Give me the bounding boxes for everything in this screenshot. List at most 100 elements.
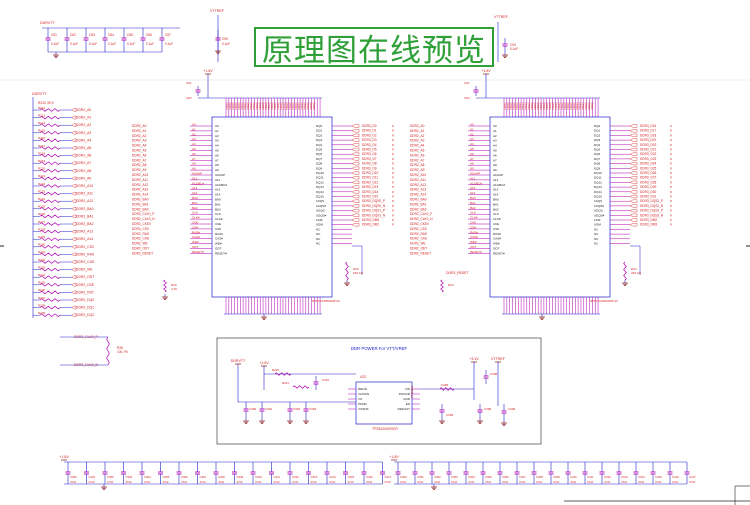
pin-name: BA2 bbox=[493, 207, 499, 211]
marker: R bbox=[670, 157, 672, 161]
pin-name: A11 bbox=[215, 178, 220, 182]
clock-termination-resistor bbox=[106, 336, 110, 366]
res-value: 240 1% bbox=[353, 271, 364, 275]
chip-net-label: DDR2_CKE0 bbox=[132, 222, 151, 226]
pin-name: BA0 bbox=[470, 196, 476, 200]
cap-value: 47uF bbox=[434, 480, 441, 484]
cap-value: 47uF bbox=[468, 480, 475, 484]
pin-name: VDDQ bbox=[542, 103, 546, 111]
pin-name: A10/AP bbox=[493, 173, 503, 177]
net-label-vttref: VTTREF bbox=[494, 15, 509, 19]
pin-name: BA0 bbox=[215, 198, 221, 202]
net-flag bbox=[629, 129, 638, 133]
chip-net-label: DDR2_BA2 bbox=[410, 207, 427, 211]
res-ref: R216 bbox=[38, 136, 46, 140]
net-flag bbox=[629, 180, 638, 184]
chip-net-label: DDR2_A9 bbox=[410, 168, 425, 172]
res-ref: R212 bbox=[38, 106, 46, 110]
pin-name: A2 bbox=[215, 134, 219, 138]
cap-ref: C85 bbox=[127, 33, 133, 37]
pin-name: CLK bbox=[215, 212, 221, 216]
pin-name: CS# bbox=[215, 227, 221, 231]
chip-net-label: DDR3_D0 bbox=[362, 124, 377, 128]
cap-ref: C390 bbox=[249, 407, 257, 411]
cap-ref: C392 bbox=[293, 407, 301, 411]
pin-name: RESET# bbox=[470, 250, 482, 254]
net-label: DDR2_BA0 bbox=[76, 207, 94, 211]
pin-name: VDDQ bbox=[234, 103, 238, 111]
power-net-label: +1.8V bbox=[389, 455, 399, 459]
chip-net-label: DDR2_A6 bbox=[410, 153, 425, 157]
net-flag bbox=[629, 204, 638, 208]
termination-resistor bbox=[39, 138, 61, 143]
cap-ref: C311 bbox=[587, 475, 594, 479]
termination-resistor bbox=[39, 108, 61, 112]
net-label: DDR2_DQ1 bbox=[76, 306, 94, 310]
pin-name: VDDQ bbox=[270, 103, 274, 111]
cap-value: 0.1uF bbox=[127, 42, 135, 46]
pin-name: LDQS bbox=[316, 199, 324, 203]
cap-value: 47uF bbox=[689, 480, 696, 484]
pin-name: VDDQ bbox=[563, 103, 567, 111]
pin-name: A4 bbox=[192, 142, 196, 146]
chip-net-label: DDR3_D15 bbox=[362, 195, 379, 199]
chip-net-label: DDR2_ODT bbox=[132, 247, 149, 251]
cap-value: 47uF bbox=[200, 480, 207, 484]
res-ref: R211 bbox=[282, 381, 289, 385]
pin-name: ODT bbox=[470, 245, 477, 249]
pin-name: VDDQ bbox=[545, 103, 549, 111]
chip-net-label: DDR2_A14 bbox=[132, 193, 148, 197]
chip-net-label: DDR2_A14 bbox=[410, 193, 426, 197]
pin-name: A9 bbox=[470, 167, 474, 171]
power-box-title: DDR POWER For VTT/VREF bbox=[351, 346, 408, 351]
pin-name: A14 bbox=[470, 191, 476, 195]
pin-name: A1 bbox=[493, 129, 497, 133]
cap-ref: C92 bbox=[464, 96, 470, 100]
net-flag bbox=[351, 129, 360, 133]
termination-resistor bbox=[39, 290, 61, 295]
net-label: DDR2_A6 bbox=[76, 154, 91, 158]
chip-net-label: DDR2_CLK0_N bbox=[410, 217, 433, 221]
chip-net-label: DDR2_A2 bbox=[132, 134, 147, 138]
pin-name: LDQS# bbox=[594, 204, 604, 208]
pin-name: LDQS bbox=[594, 199, 602, 203]
pin-name: VDDQ bbox=[306, 103, 310, 111]
pin-name: VDDQ bbox=[515, 103, 519, 111]
net-flag bbox=[71, 222, 77, 226]
pin-name: VDDQ bbox=[518, 103, 522, 111]
cap-ref: C306 bbox=[502, 475, 509, 479]
cap-ref: C93 bbox=[510, 43, 516, 47]
pin-name: VDDQ bbox=[539, 103, 543, 111]
cap-value: 0.1uF bbox=[89, 42, 97, 46]
cap-ref: C310 bbox=[255, 475, 262, 479]
net-label: DDR2_DQ0 bbox=[76, 298, 94, 302]
termination-resistor bbox=[39, 131, 61, 135]
net-label: DDR2_A7 bbox=[76, 161, 91, 165]
marker: R bbox=[670, 143, 672, 147]
pin-name: DQ13 bbox=[316, 185, 324, 189]
marker: R bbox=[392, 185, 394, 189]
pin-name: CS# bbox=[470, 225, 476, 229]
net-flag bbox=[351, 223, 360, 227]
termination-resistor bbox=[39, 260, 61, 264]
termination-resistor bbox=[39, 214, 61, 219]
marker: R bbox=[670, 223, 672, 227]
net-flag bbox=[629, 194, 638, 199]
termination-resistor bbox=[39, 245, 61, 249]
power-net-label: +1.8V bbox=[203, 69, 213, 73]
cap-ref: C315 bbox=[348, 475, 355, 479]
watermark-text: 原理图在线预览 bbox=[262, 32, 486, 69]
chip-net-label: DDR2_A8 bbox=[410, 163, 425, 167]
marker: R bbox=[392, 129, 394, 133]
pin-name: A8 bbox=[493, 163, 497, 167]
pin-name: A10/AP bbox=[192, 172, 202, 176]
marker: R bbox=[392, 171, 394, 175]
net-flag bbox=[629, 199, 638, 203]
cap-value: 47uF bbox=[672, 480, 679, 484]
chip-net-label: DDR3_DQS1_P bbox=[362, 209, 385, 213]
marker: R bbox=[392, 166, 394, 170]
pin-name: LDM bbox=[316, 218, 323, 222]
marker: R bbox=[392, 213, 394, 217]
pin-name: A13 bbox=[493, 188, 499, 192]
res-ref: R229 bbox=[38, 235, 46, 239]
